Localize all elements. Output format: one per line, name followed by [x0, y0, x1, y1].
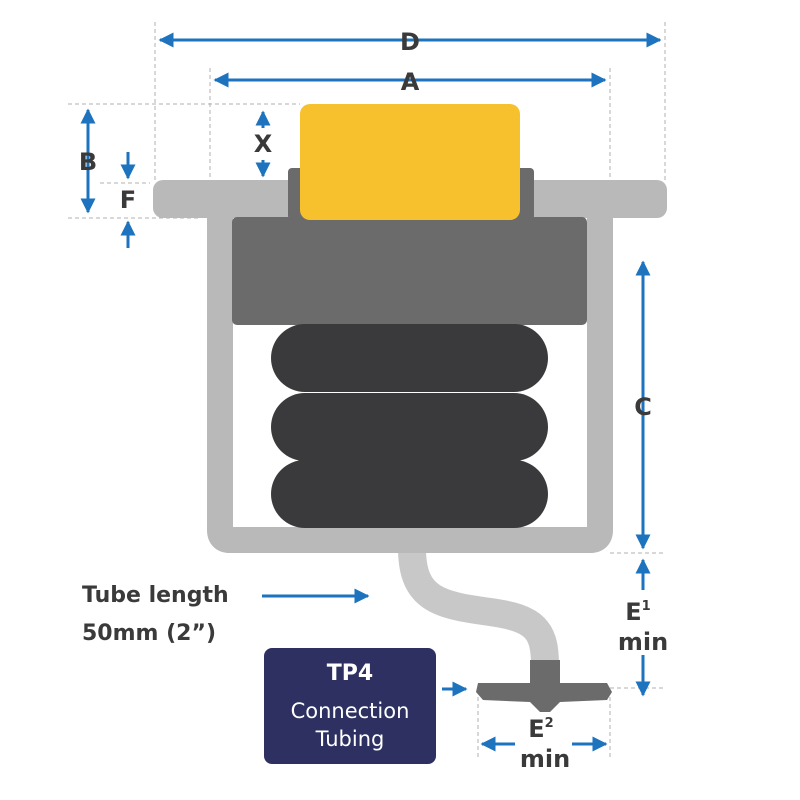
tp4-line1: Connection: [291, 699, 410, 723]
tp4-callout: TP4 Connection Tubing: [264, 648, 436, 764]
tp4-line2: Tubing: [315, 727, 385, 751]
svg-text:min: min: [618, 628, 668, 656]
tube-fitting: [476, 660, 612, 712]
dim-c-label: C: [634, 393, 652, 421]
tp4-title: TP4: [327, 661, 373, 686]
dim-f-label: F: [120, 186, 136, 214]
dim-d-label: D: [400, 28, 420, 56]
dim-a-label: A: [401, 68, 420, 96]
bellows-convolution: [271, 324, 548, 392]
bellows: [271, 324, 548, 528]
housing-cup: [207, 218, 613, 553]
tp4-box: [264, 648, 436, 764]
svg-text:E1: E1: [625, 598, 650, 626]
yellow-cap: [300, 104, 520, 220]
dim-b-label: B: [79, 148, 97, 176]
svg-text:min: min: [520, 745, 570, 773]
connection-tube: [398, 547, 559, 666]
bellows-convolution: [271, 393, 548, 461]
svg-text:E2: E2: [528, 715, 553, 743]
top-plate: [232, 217, 587, 325]
dim-e2-label: E2 min: [520, 715, 570, 773]
tube-length-label: Tube length: [82, 583, 229, 608]
bellows-convolution: [271, 460, 548, 528]
tube-length-value: 50mm (2”): [82, 621, 216, 646]
dim-e1-label: E1 min: [618, 598, 668, 656]
extension-lines: [68, 22, 666, 760]
dim-x-label: X: [254, 130, 273, 158]
